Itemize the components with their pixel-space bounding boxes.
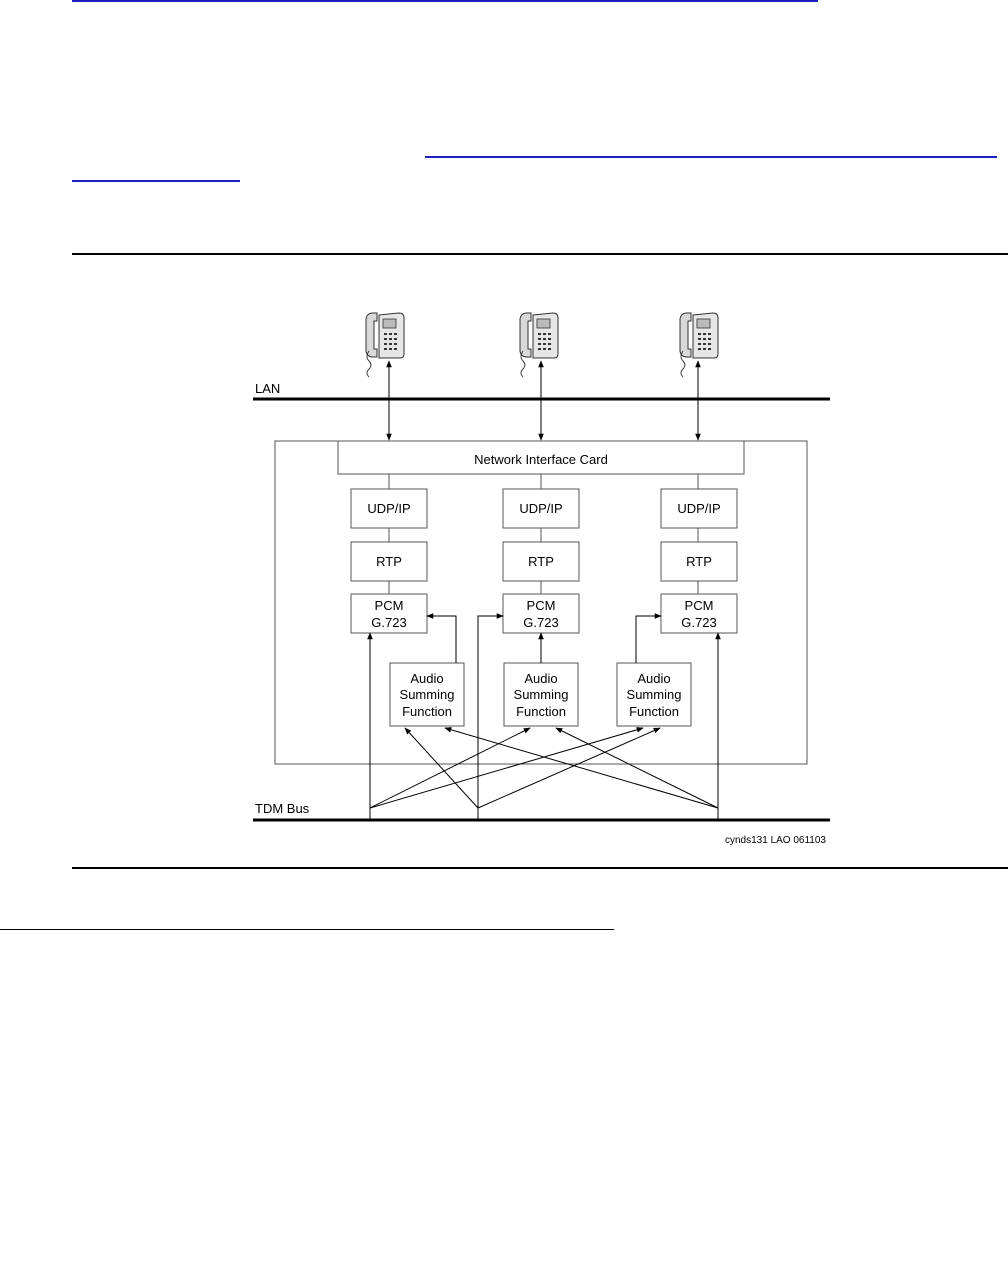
channel-1: UDP/IP RTP PCM G.723 Audio Summing Funct… [350, 474, 465, 727]
bus-taps [367, 613, 721, 820]
rtp-box [350, 541, 428, 582]
udp-ip-box [502, 488, 580, 529]
codec-label-line1: PCM [527, 598, 556, 613]
figure-top-rule [72, 253, 1008, 255]
summing-label-line3: Function [402, 704, 452, 719]
rtp-label: RTP [686, 554, 712, 569]
codec-label-line1: PCM [375, 598, 404, 613]
summing-label-line2: Summing [400, 687, 455, 702]
nic-label: Network Interface Card [474, 452, 608, 467]
figure-code: cynds131 LAO 061103 [725, 835, 826, 846]
rtp-box [660, 541, 738, 582]
codec-box [660, 593, 738, 634]
udp-ip-label: UDP/IP [677, 501, 720, 516]
summing-label-line1: Audio [524, 671, 557, 686]
hyperlink-underline-mid[interactable] [425, 156, 997, 158]
ip-phone-icon [519, 312, 559, 378]
figure-bottom-rule [72, 867, 1008, 869]
rtp-label: RTP [376, 554, 402, 569]
hyperlink-underline-top[interactable] [72, 0, 818, 2]
udp-ip-label: UDP/IP [519, 501, 562, 516]
summing-output-paths [426, 613, 662, 663]
udp-ip-box [350, 488, 428, 529]
audio-summing-box [616, 662, 692, 727]
summing-label-line2: Summing [627, 687, 682, 702]
ip-phone-icon [679, 312, 719, 378]
summing-label-line2: Summing [514, 687, 569, 702]
hyperlink-underline-wrap[interactable] [72, 180, 240, 182]
codec-label-line1: PCM [685, 598, 714, 613]
channel-3: UDP/IP RTP PCM G.723 Audio Summing Funct… [616, 474, 738, 727]
udp-ip-box [660, 488, 738, 529]
codec-label-line2: G.723 [681, 615, 716, 630]
channel-2: UDP/IP RTP PCM G.723 Audio Summing Funct… [502, 474, 580, 727]
summing-label-line3: Function [629, 704, 679, 719]
lan-label: LAN [255, 381, 280, 396]
rtp-box [502, 541, 580, 582]
ip-phone-icon [365, 312, 405, 378]
summing-label-line3: Function [516, 704, 566, 719]
codec-label-line2: G.723 [523, 615, 558, 630]
summing-label-line1: Audio [410, 671, 443, 686]
tdm-bus-label: TDM Bus [255, 801, 310, 816]
audio-summing-box [389, 662, 465, 727]
section-rule [0, 929, 614, 930]
udp-ip-label: UDP/IP [367, 501, 410, 516]
codec-label-line2: G.723 [371, 615, 406, 630]
audio-summing-box [503, 662, 579, 727]
summing-label-line1: Audio [637, 671, 670, 686]
rtp-label: RTP [528, 554, 554, 569]
tdm-cross-links [369, 727, 719, 809]
network-interface-card-box [337, 440, 745, 475]
codec-box [350, 593, 428, 634]
